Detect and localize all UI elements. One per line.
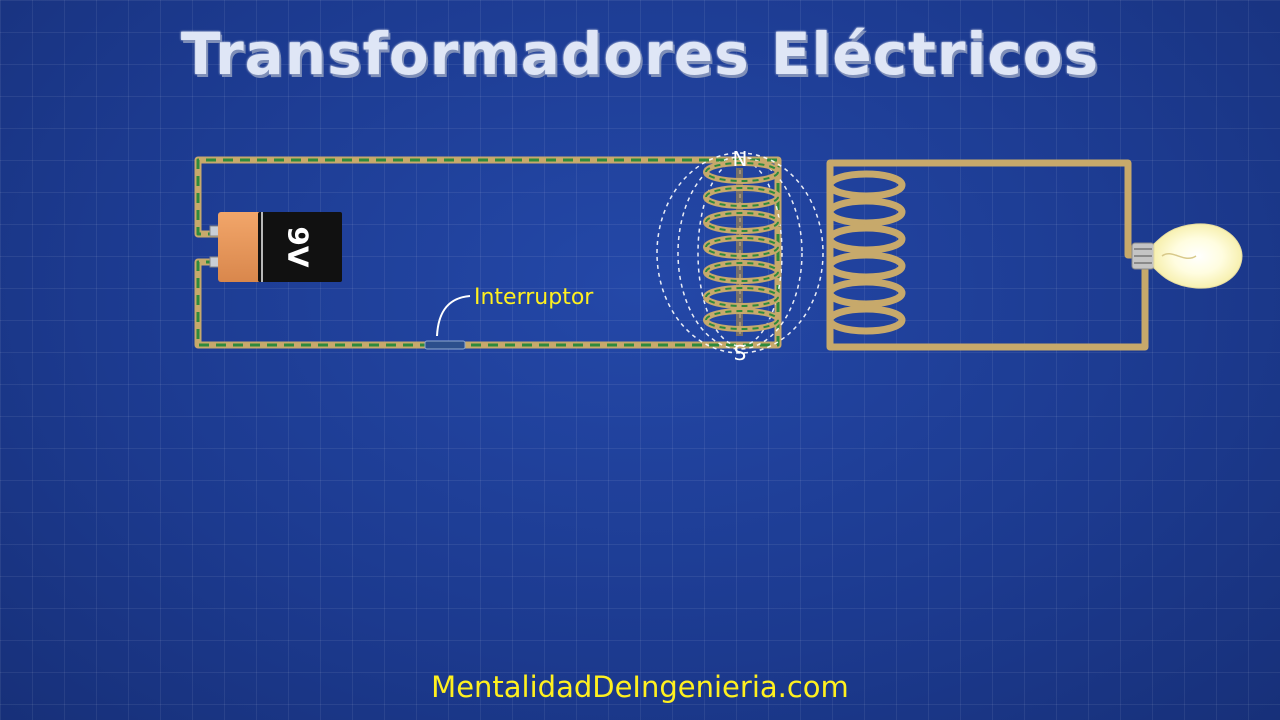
south-pole-label: S bbox=[734, 341, 747, 365]
website-url: MentalidadDeIngenieria.com bbox=[431, 670, 849, 704]
current-flow-line bbox=[196, 158, 780, 347]
primary-coil-icon bbox=[703, 160, 781, 336]
page-title: Transformadores Eléctricos bbox=[180, 20, 1100, 88]
switch-label: Interruptor bbox=[474, 285, 594, 310]
switch-pointer-line bbox=[436, 295, 471, 337]
light-bulb-icon bbox=[1131, 223, 1243, 289]
battery-label: 9V bbox=[282, 226, 315, 267]
secondary-circuit bbox=[826, 159, 1149, 351]
north-pole-label: N bbox=[733, 147, 748, 171]
battery-icon: 9V bbox=[209, 212, 342, 282]
secondary-coil-icon bbox=[826, 170, 906, 335]
switch[interactable] bbox=[424, 295, 471, 350]
primary-circuit bbox=[194, 156, 782, 349]
secondary-wire bbox=[826, 159, 1149, 351]
